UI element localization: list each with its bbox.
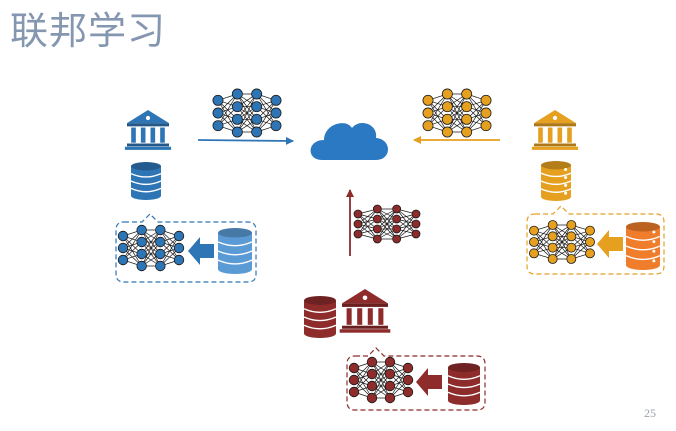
- local-database-blue-icon: [217, 228, 253, 274]
- local-network-red: [348, 356, 414, 404]
- local-database-red-icon: [447, 363, 481, 405]
- cloud-icon: [310, 123, 388, 160]
- upload-arrow-blue: [197, 136, 294, 145]
- train-arrow-blue: [188, 237, 214, 265]
- database-blue-icon: [130, 162, 162, 200]
- local-network-blue: [117, 224, 185, 272]
- model-upload-gold: [422, 88, 492, 138]
- local-network-gold: [529, 220, 595, 264]
- slide-title: 联邦学习: [10, 9, 167, 53]
- database-gold-icon: [540, 161, 572, 201]
- page-number: 25: [644, 406, 656, 420]
- local-database-gold-icon: [625, 222, 661, 270]
- database-red-icon: [303, 296, 337, 338]
- participant-box-gold: [526, 205, 665, 275]
- bank-blue-icon: [124, 110, 172, 150]
- model-upload-blue: [212, 88, 282, 138]
- bank-gold-icon: [531, 110, 579, 150]
- train-arrow-red: [416, 368, 442, 396]
- model-upload-red: [353, 204, 421, 244]
- train-arrow-gold: [597, 230, 623, 258]
- bank-red-icon: [339, 289, 391, 333]
